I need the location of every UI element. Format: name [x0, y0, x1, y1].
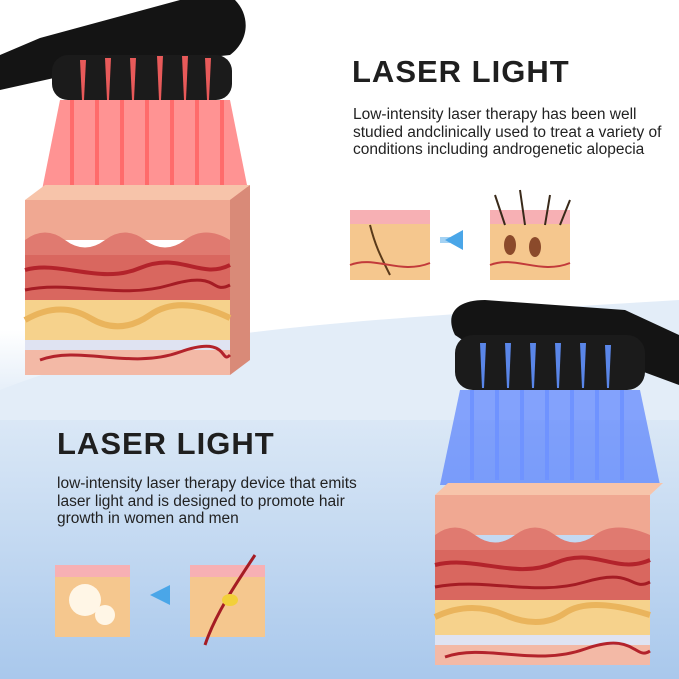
red-laser-illustration: [0, 0, 250, 375]
hair-follicle-before: [349, 210, 431, 280]
skin-after-icon: [190, 554, 265, 646]
bottom-description: low-intensity laser therapy device that …: [57, 475, 357, 527]
arrow-icon: [440, 230, 463, 250]
blue-laser-comb-device: [451, 300, 679, 390]
top-before-after: [349, 189, 571, 280]
skin-cross-section: [433, 483, 663, 665]
top-title: LASER LIGHT: [352, 54, 570, 89]
red-laser-comb-device: [0, 0, 246, 100]
bottom-title: LASER LIGHT: [57, 426, 275, 461]
arrow-icon: [150, 585, 170, 605]
skin-before-icon: [55, 565, 130, 637]
blue-laser-illustration: [433, 300, 679, 665]
top-description: Low-intensity laser therapy has been wel…: [353, 106, 662, 158]
bottom-before-after: [55, 554, 265, 646]
hair-follicle-after: [489, 189, 571, 280]
skin-cross-section: [23, 185, 250, 375]
